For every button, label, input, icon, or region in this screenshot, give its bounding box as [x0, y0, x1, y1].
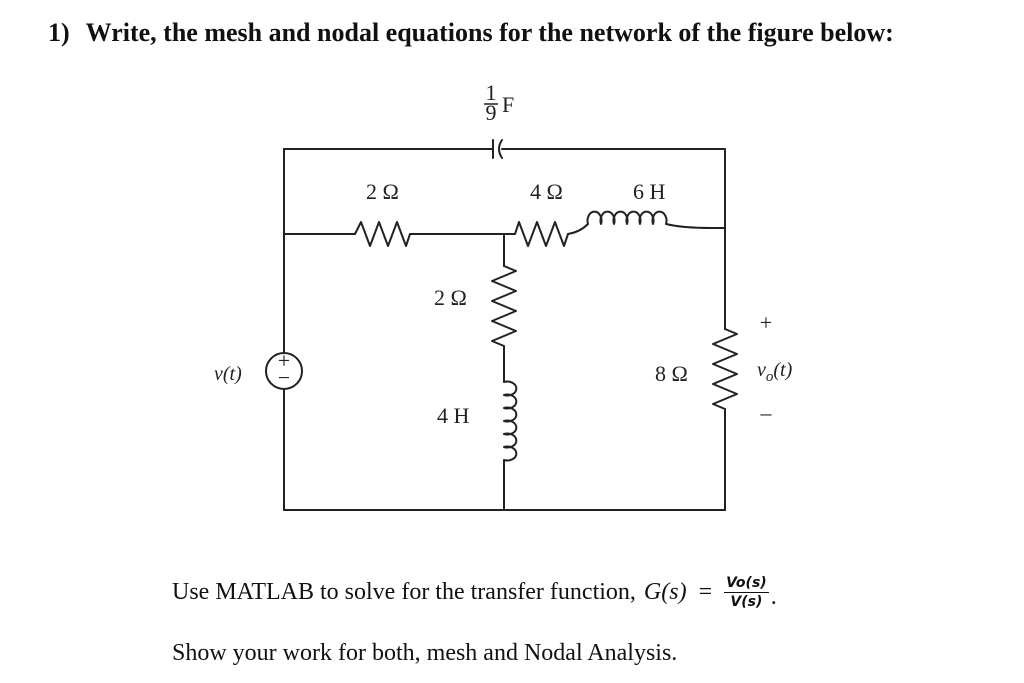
capacitor-numerator: 1 [486, 80, 497, 105]
instruction-text: Use MATLAB to solve for the transfer fun… [172, 579, 636, 605]
equals-sign: = [698, 579, 713, 605]
closing-instruction: Show your work for both, mesh and Nodal … [172, 640, 678, 666]
transfer-function-symbol: G(s) [643, 579, 687, 605]
label-output-voltage: vo(t) [757, 359, 793, 385]
output-voltage-symbol: v [757, 359, 766, 381]
output-voltage-arg: (t) [773, 359, 792, 381]
instruction-line: Use MATLAB to solve for the transfer fun… [172, 574, 777, 611]
inductor-6h-symbol [567, 210, 726, 235]
fraction-numerator: Vo(s) [724, 575, 769, 593]
resistor-2ohm-top-symbol [354, 221, 505, 247]
source-plus-sign: + [278, 348, 290, 373]
resistor-8ohm-symbol [712, 328, 738, 410]
label-resistor-4ohm: 4 Ω [530, 179, 563, 204]
top-wire-right [501, 148, 726, 229]
label-resistor-2ohm-top: 2 Ω [366, 179, 399, 204]
question-text: Write, the mesh and nodal equations for … [85, 18, 894, 47]
question-heading: 1) Write, the mesh and nodal equations fo… [48, 18, 894, 48]
inductor-4h-symbol [503, 380, 518, 511]
label-inductor-6h: 6 H [633, 179, 666, 204]
instruction-period: . [770, 584, 777, 610]
fraction-denominator: V(s) [730, 594, 763, 610]
resistor-2ohm-vertical-symbol [491, 265, 517, 383]
label-resistor-2ohm-vertical: 2 Ω [434, 285, 467, 310]
capacitor-symbol [492, 139, 503, 159]
label-inductor-4h: 4 H [437, 403, 470, 428]
label-source-voltage: v(t) [214, 363, 242, 385]
source-minus-sign: − [278, 365, 290, 390]
resistor-4ohm-symbol [503, 221, 569, 247]
voltage-source-symbol [265, 352, 303, 390]
transfer-function-fraction: Vo(s) V(s) [724, 574, 769, 611]
capacitor-unit: F [502, 92, 514, 117]
output-voltage-subscript: o [766, 369, 774, 385]
capacitor-denominator: 9 [486, 100, 497, 125]
output-plus-sign: + [760, 310, 772, 335]
question-number: 1) [48, 18, 70, 47]
label-resistor-8ohm: 8 Ω [655, 361, 688, 386]
output-minus-sign: – [760, 400, 773, 425]
